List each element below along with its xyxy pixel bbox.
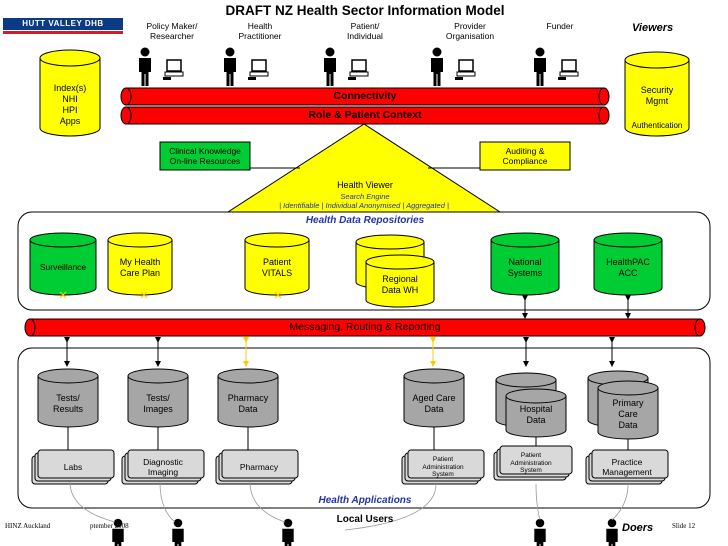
app-store-label-tests-images: Tests/ Images: [143, 393, 173, 414]
viewers-label: Viewers: [632, 22, 674, 34]
security-store: [624, 51, 690, 137]
app-store-label-primary-care: Primary Care Data: [612, 398, 644, 430]
dhb-logo: HUTT VALLEY DHB: [3, 18, 123, 30]
index-store-label: Index(s) NHI HPI Apps: [53, 83, 87, 126]
connectivity-pipe: [120, 87, 610, 106]
viewer-computer-icon: [558, 59, 579, 80]
app-box-label-labs: Labs: [63, 462, 83, 472]
viewer-computer-icon: [455, 59, 476, 80]
page-title: DRAFT NZ Health Sector Information Model: [225, 3, 505, 18]
doers-label: Doers: [622, 522, 654, 534]
health-viewer-modes: | Identifiable | Individual Anonymised |…: [279, 201, 449, 210]
app-store-label-tests-results: Tests/ Results: [52, 393, 83, 414]
viewer-computer-icon: [163, 59, 184, 80]
app-store-hospital-data: [495, 372, 567, 438]
app-store-pharmacy-data: [217, 368, 279, 428]
local-user-person-icon: [112, 518, 124, 546]
local-users-label: Local Users: [336, 514, 394, 525]
local-user-person-icon: [606, 518, 618, 546]
index-store: [39, 49, 101, 137]
clinical-knowledge-label: Clinical Knowledge On-line Resources: [169, 146, 241, 166]
messaging-label: Messaging, Routing & Reporting: [289, 321, 441, 333]
repo-label-regional: Regional Data WH: [381, 274, 419, 295]
role-context-pipe: [120, 106, 610, 125]
repo-label-my-health: My Health Care Plan: [119, 257, 161, 278]
app-box: [401, 449, 485, 485]
viewer-computer-icon: [248, 59, 269, 80]
app-box-label-pas-2: Patient Administration System: [510, 452, 552, 474]
app-box: [215, 449, 299, 485]
repo-label-surveillance: Surveillance: [39, 262, 87, 272]
viewer-label-practitioner: Health Practitioner: [238, 21, 282, 41]
app-box: [121, 449, 205, 485]
app-store-tests-results: [37, 368, 99, 428]
viewer-person-icon: [139, 47, 151, 86]
repo-healthpac-acc: [593, 232, 663, 296]
repositories-title: Health Data Repositories: [305, 215, 425, 226]
viewer-person-icon: [534, 47, 546, 86]
role-context-label: Role & Patient Context: [308, 109, 422, 121]
app-box-label-practice: Practice Management: [602, 457, 652, 477]
health-viewer-subtitle: Search Engine: [340, 192, 390, 201]
app-box: [585, 449, 669, 485]
local-user-person-icon: [534, 518, 546, 546]
applications-title: Health Applications: [318, 495, 412, 506]
authentication-label: Authentication: [631, 121, 683, 130]
auditing-box: [479, 141, 571, 171]
x-marks: [59, 291, 282, 299]
local-user-person-icon: [282, 518, 294, 546]
footer-left: HINZ Auckland: [5, 522, 51, 530]
local-user-person-icon: [172, 518, 184, 546]
viewer-person-icon: [431, 47, 443, 86]
app-store-label-aged-care: Aged Care Data: [412, 393, 456, 414]
viewer-label-provider: Provider Organisation: [445, 21, 495, 41]
repo-my-health-care-plan: [107, 232, 173, 296]
viewer-label-policy: Policy Maker/ Researcher: [146, 21, 198, 41]
health-viewer-title: Health Viewer: [337, 180, 393, 190]
doer-links: [69, 481, 629, 531]
auditing-label: Auditing & Compliance: [502, 146, 548, 166]
connectivity-label: Connectivity: [333, 90, 397, 102]
repo-label-vitals: Patient VITALS: [261, 257, 293, 278]
app-store-tests-images: [127, 368, 189, 428]
repo-regional-data-wh: [355, 234, 435, 308]
viewer-person-icon: [224, 47, 236, 86]
app-store-aged-care-data: [403, 368, 465, 428]
app-store-label-hospital: Hospital Data: [519, 404, 553, 425]
app-box: [493, 445, 573, 481]
viewer-label-funder: Funder: [546, 21, 574, 31]
logo-stripe: [3, 31, 123, 34]
viewer-computer-icon: [348, 59, 369, 80]
app-box-label-pharmacy: Pharmacy: [239, 462, 279, 472]
repo-surveillance: [29, 232, 97, 296]
repo-label-national: National Systems: [507, 257, 543, 278]
clinical-knowledge-box: [159, 141, 251, 171]
footer-left-tail: ptember 2008: [90, 522, 129, 530]
repo-label-healthpac: HealthPAC ACC: [606, 257, 650, 278]
messaging-pipe: [24, 318, 706, 337]
repo-patient-vitals: [244, 232, 310, 296]
viewer-label-patient: Patient/ Individual: [347, 21, 383, 41]
app-store-label-pharmacy: Pharmacy Data: [227, 393, 269, 414]
app-store-primary-care-data: [587, 370, 659, 440]
app-box: [31, 449, 115, 485]
app-box-label-pas-1: Patient Administration System: [422, 456, 464, 478]
footer-right: Slide 12: [672, 522, 696, 530]
security-store-label: Security Mgmt: [640, 85, 674, 106]
viewer-person-icon: [324, 47, 336, 86]
app-box-label-diagnostic: Diagnostic Imaging: [143, 457, 183, 477]
